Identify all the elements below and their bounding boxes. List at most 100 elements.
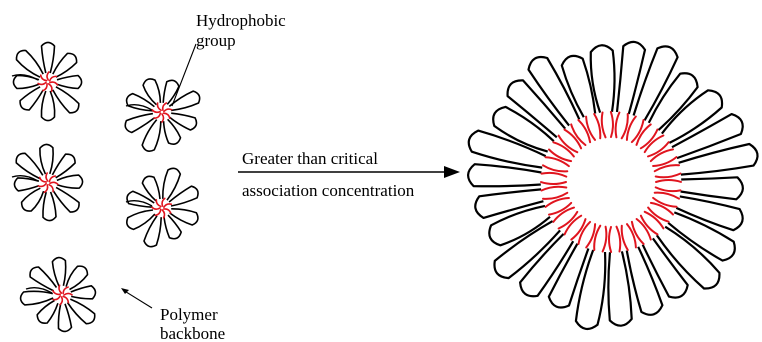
micelle-backbone-loop bbox=[576, 250, 605, 329]
backbone-loop bbox=[71, 286, 96, 299]
backbone-loop bbox=[127, 94, 155, 111]
micelle-backbone-loop bbox=[627, 247, 663, 315]
micelle-backbone-loop bbox=[468, 164, 541, 186]
micelle-hydrophobic-group bbox=[586, 117, 595, 140]
micelle-hydrophobic-group bbox=[594, 114, 600, 138]
micelle-backbone-loop bbox=[494, 221, 560, 278]
transition-arrowhead bbox=[444, 166, 460, 178]
backbone-loop bbox=[40, 144, 53, 174]
backbone-loop bbox=[22, 188, 44, 211]
backbone-label-line1: Polymer bbox=[160, 305, 218, 324]
hydrophobic-group bbox=[47, 72, 49, 80]
backbone-loop bbox=[144, 216, 161, 247]
backbone-loop bbox=[52, 154, 75, 178]
micelle-hydrophobic-group bbox=[653, 198, 676, 207]
micelle-backbone-loop bbox=[549, 244, 589, 308]
hydrophobic-group bbox=[49, 185, 53, 192]
hydrophobic-group bbox=[164, 204, 171, 207]
backbone-loop bbox=[57, 175, 83, 188]
polymer-coil bbox=[12, 42, 82, 120]
micelle-hydrophobic-group bbox=[542, 173, 567, 177]
micelle-hydrophobic-group bbox=[542, 187, 567, 191]
micelle-hydrophobic-group bbox=[617, 227, 621, 252]
backbone-loop bbox=[16, 50, 43, 77]
arrow-label-line1: Greater than critical bbox=[242, 149, 378, 168]
polymer-coil bbox=[12, 144, 83, 220]
hydrophobic-group bbox=[60, 297, 62, 305]
micelle-hydrophobic-group bbox=[656, 180, 681, 182]
hydrophobic-group bbox=[155, 210, 160, 216]
micelle-hydrophobic-group bbox=[627, 224, 636, 247]
hydrophobic-group bbox=[164, 113, 170, 118]
hydrophobic-group bbox=[156, 200, 161, 207]
micelle-hydrophobic-group bbox=[655, 193, 679, 199]
backbone-loop bbox=[43, 192, 56, 221]
micelle-backbone-loop bbox=[679, 144, 758, 175]
backbone-loop bbox=[21, 291, 54, 305]
backbone-loop bbox=[13, 76, 39, 89]
backbone-loop bbox=[42, 42, 55, 73]
backbone-loop bbox=[57, 76, 82, 89]
micelle-backbone-loop bbox=[617, 42, 645, 114]
micelle-hydrophobic-group bbox=[656, 187, 681, 191]
micelle-hydrophobic-group bbox=[651, 149, 673, 161]
hydrophobic-group bbox=[64, 293, 72, 295]
backbone-loop bbox=[66, 266, 87, 289]
micelle-hydrophobic-group bbox=[622, 226, 628, 250]
micelle-hydrophobic-group bbox=[603, 227, 607, 252]
hydrophobic-group bbox=[162, 198, 165, 206]
micelle-hydrophobic-group bbox=[616, 113, 620, 138]
hydrophobic-group bbox=[40, 177, 47, 182]
polymer-backbone-pointer bbox=[123, 290, 152, 308]
micelle-hydrophobic-group bbox=[541, 182, 566, 184]
backbone-loop bbox=[53, 187, 79, 212]
hydrophobic-group bbox=[38, 82, 46, 84]
micelle-backbone-loop bbox=[681, 177, 743, 199]
backbone-loop bbox=[53, 53, 77, 77]
hydrophobic-label-line1: Hydrophobic bbox=[196, 11, 286, 30]
micelle-hydrophobic-group bbox=[579, 222, 591, 244]
hydrophobic-group bbox=[63, 297, 68, 303]
hydrophobic-group bbox=[39, 184, 47, 187]
micelle-hydrophobic-group bbox=[602, 113, 606, 138]
backbone-loop bbox=[16, 153, 43, 178]
backbone-loop bbox=[52, 258, 65, 287]
hydrophobic-group bbox=[152, 207, 160, 209]
hydrophobic-group bbox=[154, 113, 160, 118]
backbone-loop bbox=[68, 299, 95, 324]
hydrophobic-group bbox=[50, 176, 56, 182]
micelle-hydrophobic-group bbox=[543, 165, 567, 171]
hydrophobic-label-line2: group bbox=[196, 31, 236, 50]
hydrophobic-group bbox=[59, 285, 62, 293]
polymer-coil bbox=[126, 168, 198, 246]
backbone-loop bbox=[58, 304, 71, 332]
hydrophobic-group bbox=[49, 84, 52, 91]
hydrophobic-group bbox=[50, 76, 57, 81]
hydrophobic-group bbox=[162, 114, 164, 122]
hydrophobic-group bbox=[41, 75, 47, 80]
arrow-label-line2: association concentration bbox=[242, 181, 415, 200]
hydrophobic-group bbox=[162, 210, 164, 218]
hydrophobic-group bbox=[157, 103, 161, 110]
micelle-hydrophobic-group bbox=[546, 157, 569, 166]
polymer-coil bbox=[21, 258, 96, 332]
micelle-backbone-loop bbox=[489, 206, 550, 245]
micelle-hydrophobic-group bbox=[611, 112, 613, 137]
micelle-hydrophobic-group bbox=[549, 203, 571, 215]
backbone-loop bbox=[20, 87, 43, 110]
micelle-hydrophobic-group bbox=[632, 120, 644, 142]
micelle-backbone-loop bbox=[662, 90, 722, 143]
micelle-backbone-loop bbox=[676, 196, 742, 230]
hydrophobic-group bbox=[63, 287, 68, 293]
micelle-hydrophobic-group bbox=[609, 227, 611, 252]
micelle-aggregate bbox=[468, 42, 757, 329]
hydrophobic-group bbox=[152, 110, 160, 112]
backbone-label-line2: backbone bbox=[160, 324, 225, 342]
micelle-backbone-loop bbox=[493, 107, 554, 152]
micelle-backbone-loop bbox=[475, 189, 543, 218]
backbone-loop bbox=[53, 87, 79, 113]
backbone-loop bbox=[37, 301, 58, 324]
polymer-coils-group bbox=[12, 42, 200, 331]
hydrophobic-group bbox=[50, 82, 58, 85]
